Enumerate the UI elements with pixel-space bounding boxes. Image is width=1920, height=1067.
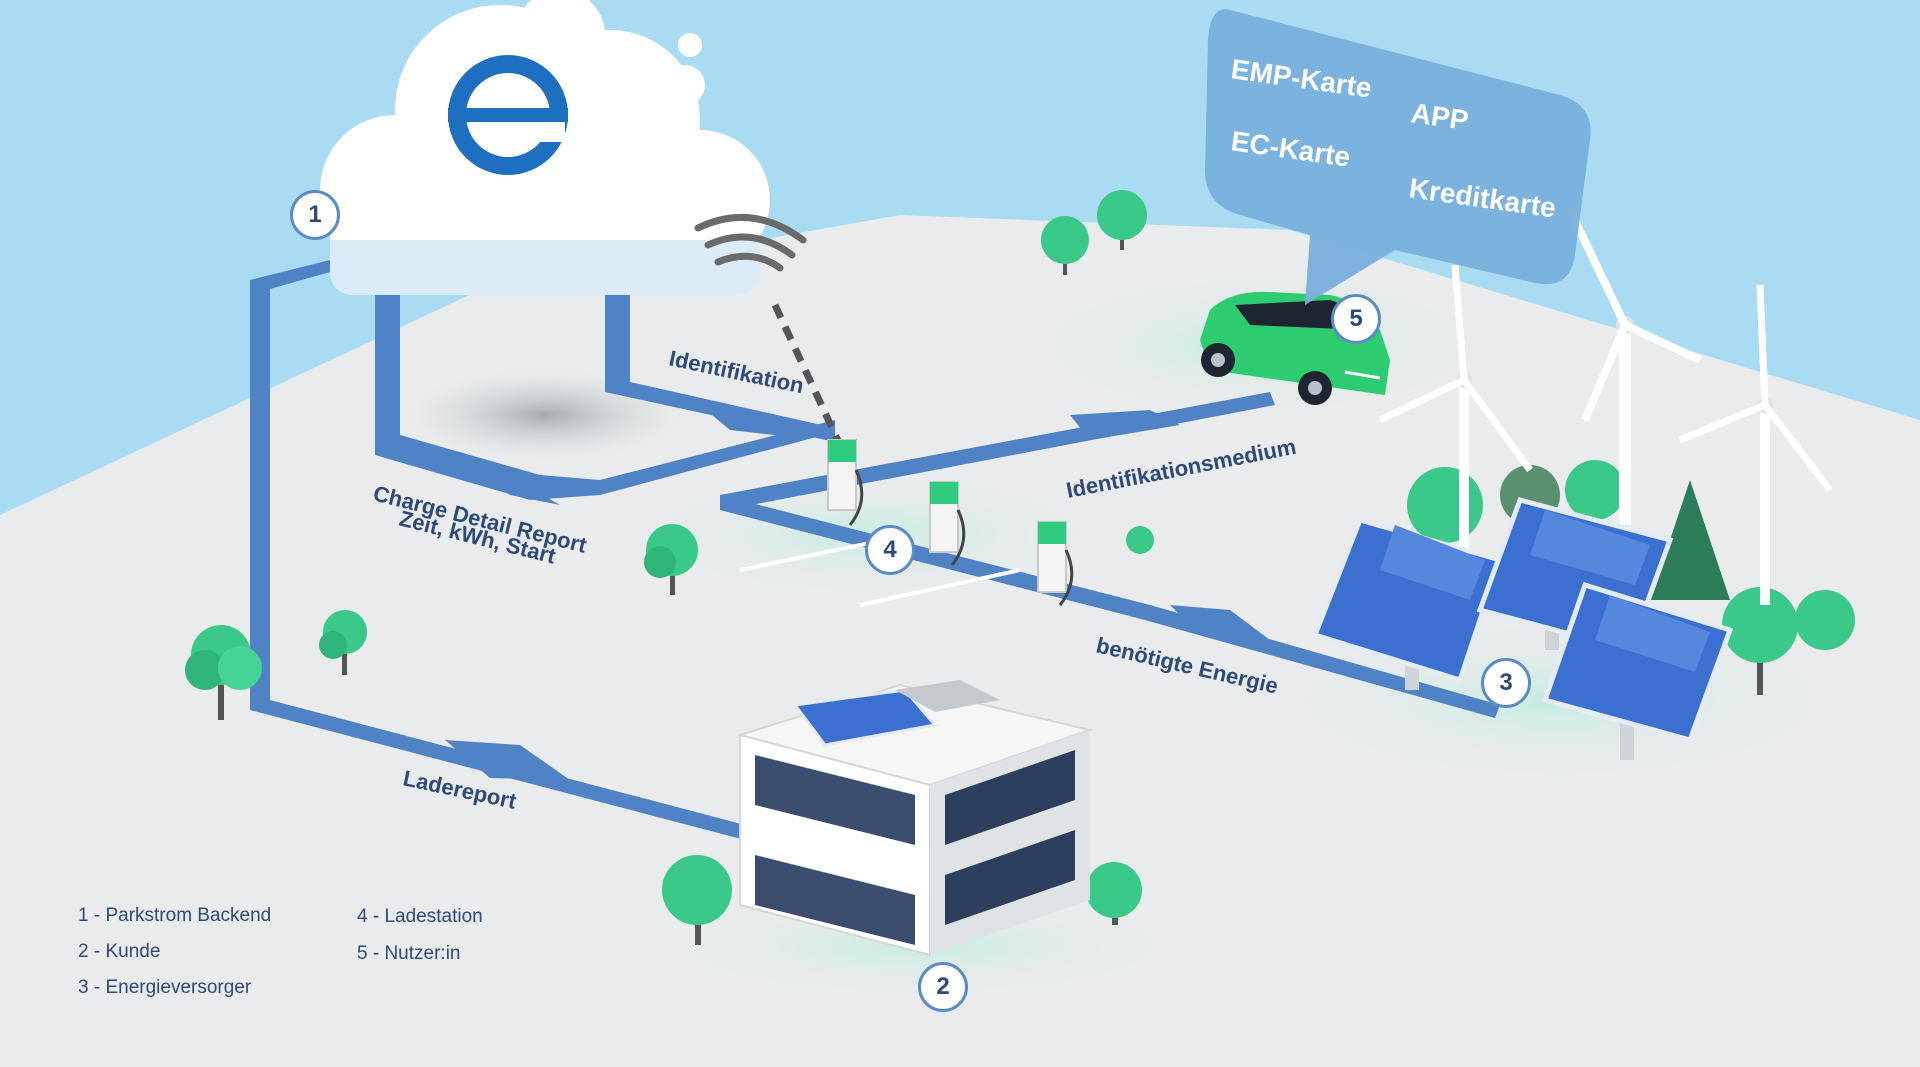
speech-bubble bbox=[1205, 9, 1591, 305]
tree bbox=[1650, 480, 1730, 600]
charging-station bbox=[1037, 521, 1074, 606]
tree bbox=[1097, 190, 1147, 250]
solar-panel bbox=[1311, 516, 1504, 690]
wind-turbine bbox=[1378, 264, 1533, 600]
legend-item: 2 - Kunde bbox=[78, 941, 161, 962]
parking-line bbox=[739, 541, 871, 572]
legend-item: 4 - Ladestation bbox=[357, 906, 483, 927]
wind-turbine bbox=[1566, 208, 1702, 525]
wind-turbine bbox=[1678, 284, 1833, 605]
badge-backend: 1 bbox=[290, 190, 340, 240]
tree bbox=[1041, 216, 1089, 275]
solar-panels bbox=[1311, 496, 1734, 760]
badge-kunde: 2 bbox=[918, 962, 968, 1012]
flow-energie-arrow bbox=[1170, 605, 1270, 640]
legend-item: 1 - Parkstrom Backend bbox=[78, 905, 272, 926]
tree bbox=[1722, 587, 1798, 695]
flow-ladereport-arrow bbox=[445, 740, 570, 780]
flow-identifikationsmedium-arrow bbox=[1070, 410, 1180, 440]
tree bbox=[185, 625, 262, 720]
charging-station bbox=[929, 481, 966, 566]
tree bbox=[1795, 590, 1855, 650]
tree bbox=[1565, 460, 1625, 520]
wifi-icon bbox=[694, 214, 807, 272]
wind-turbines bbox=[1378, 208, 1833, 605]
cloud-shadow bbox=[405, 370, 685, 460]
badge-energieversorger: 3 bbox=[1481, 658, 1531, 708]
tree bbox=[1086, 862, 1142, 925]
badge-ladestation: 4 bbox=[865, 525, 915, 575]
parkstrom-logo bbox=[448, 55, 568, 175]
backend-cloud bbox=[320, 0, 770, 295]
legend-item: 5 - Nutzer:in bbox=[357, 943, 461, 964]
parking-line bbox=[859, 568, 1021, 607]
tree bbox=[662, 855, 732, 945]
charging-station bbox=[827, 439, 864, 526]
trees bbox=[185, 190, 1855, 945]
flow-identifikation-arrow bbox=[700, 405, 800, 438]
tree bbox=[644, 524, 698, 595]
badge-nutzer: 5 bbox=[1331, 294, 1381, 344]
charging-stations bbox=[827, 439, 1074, 606]
tree bbox=[1407, 467, 1483, 543]
legend-item: 3 - Energieversorger bbox=[78, 977, 252, 998]
flow-energie bbox=[720, 495, 1500, 718]
wireless-link bbox=[771, 303, 844, 447]
flow-cdr-arrow bbox=[470, 470, 560, 505]
solar-panel bbox=[1541, 581, 1734, 760]
tree bbox=[319, 610, 367, 675]
tree bbox=[1126, 526, 1154, 554]
customer-building bbox=[736, 680, 1094, 957]
